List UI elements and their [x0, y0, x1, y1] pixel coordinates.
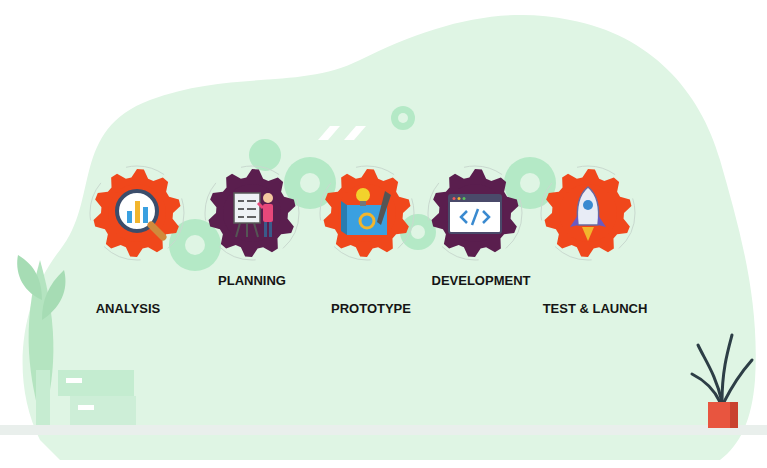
gear-icon — [427, 165, 523, 261]
gear-icon — [204, 165, 300, 261]
process-gear — [204, 165, 300, 261]
step-label: PROTOTYPE — [331, 301, 411, 316]
process-gear — [427, 165, 523, 261]
gear-icon — [540, 165, 636, 261]
gear-icon — [319, 165, 415, 261]
gear-icon — [89, 165, 185, 261]
process-gear — [319, 165, 415, 261]
step-label: PLANNING — [218, 273, 286, 288]
step-label: DEVELOPMENT — [432, 273, 531, 288]
step-label: ANALYSIS — [96, 301, 161, 316]
process-gear — [540, 165, 636, 261]
process-gear — [89, 165, 185, 261]
step-label: TEST & LAUNCH — [543, 301, 648, 316]
